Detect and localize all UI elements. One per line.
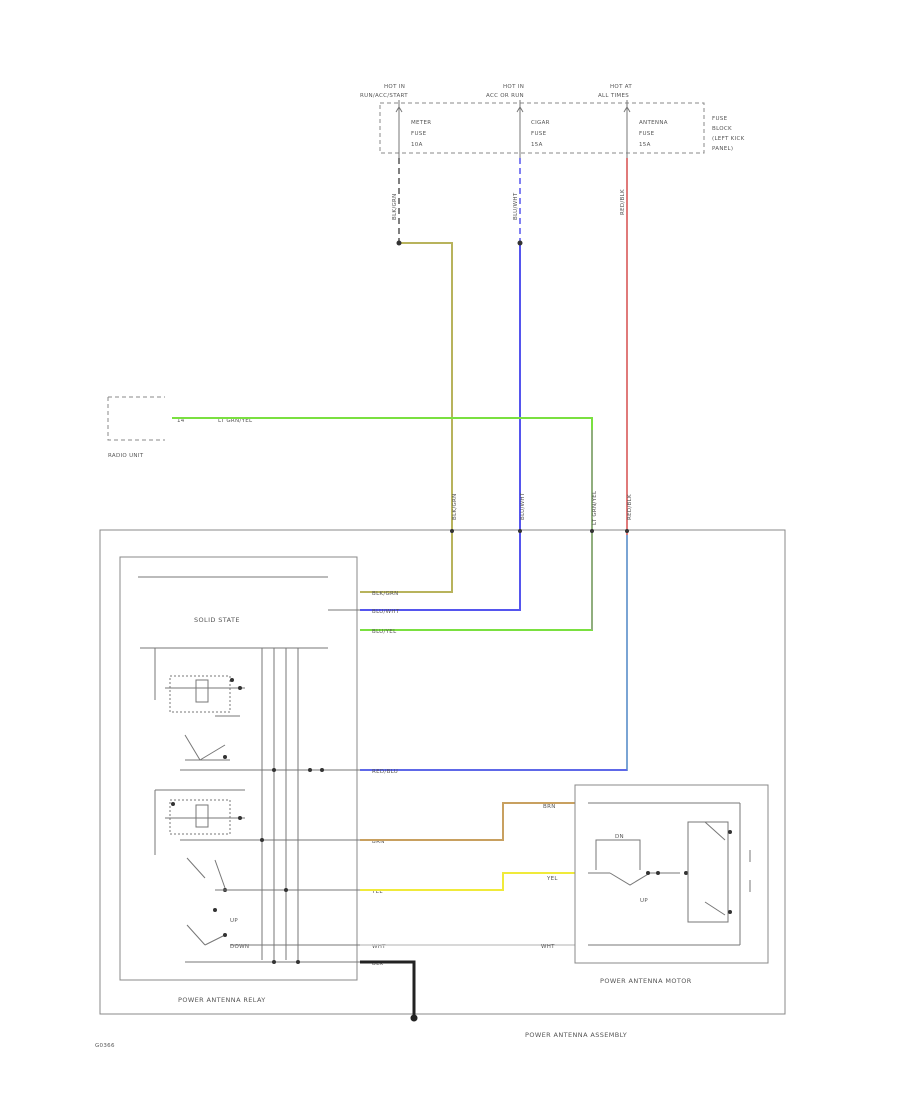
figure-id: G0366: [95, 1043, 115, 1049]
wire-red-blu: [360, 535, 628, 771]
meter-fuse: HOT IN RUN/ACC/START METER FUSE 10A: [360, 84, 431, 158]
pin1-label: BLK/GRN: [372, 591, 399, 597]
wire-blu-wht: [360, 243, 521, 611]
fuse-block-label-4: PANEL): [712, 146, 733, 152]
fuse2-hot-label-2: ACC OR RUN: [486, 93, 524, 99]
relay-pins: BLK/GRN BLU/WHT BLU/YEL RED/BLU BRN YEL …: [328, 591, 400, 967]
fuse1-hot-label: HOT IN: [384, 84, 405, 90]
radio-unit-label: RADIO UNIT: [108, 453, 144, 459]
motor-name: POWER ANTENNA MOTOR: [600, 977, 692, 985]
entry-label-4: RED/BLK: [627, 494, 633, 520]
fuse3-hot-label: HOT AT: [610, 84, 632, 90]
fuse-block-label-2: BLOCK: [712, 126, 732, 132]
wire-yel: [360, 872, 575, 891]
motor-wires: BRN YEL WHT: [360, 802, 575, 1022]
pin6-label: YEL: [371, 889, 383, 895]
power-antenna-relay: SOLID STATE UP DOWN: [119, 556, 360, 1004]
fuse2-amperage: 15A: [531, 142, 543, 148]
pin8-label: BLK: [372, 961, 383, 967]
motor-outline: [574, 784, 769, 964]
wire-lt-grn-yel: [172, 417, 593, 631]
power-antenna-motor: DN UP POWER ANTENNA MOTOR: [574, 784, 769, 985]
power-antenna-assembly-outline: [99, 529, 786, 1015]
fuse-block-label-3: (LEFT KICK: [712, 136, 745, 142]
pin5-label: BRN: [372, 839, 385, 845]
pin7-label: WHT: [372, 944, 386, 950]
assembly-label: POWER ANTENNA ASSEMBLY: [525, 1031, 627, 1039]
fuse2-hot-label: HOT IN: [503, 84, 524, 90]
fuse2-fuse-word: FUSE: [531, 131, 547, 137]
radio-wire-label: LT GRN/YEL: [218, 418, 253, 424]
fuse1-name: METER: [411, 120, 431, 126]
fuse-block-label-1: FUSE: [712, 116, 728, 122]
wire-brn: [360, 802, 575, 841]
fuse1-hot-label-2: RUN/ACC/START: [360, 93, 408, 99]
fuse3-amperage: 15A: [639, 142, 651, 148]
fuse3-hot-label-2: ALL TIMES: [598, 93, 629, 99]
relay-up-label: UP: [230, 918, 238, 924]
radio-pin: 14: [177, 418, 185, 424]
fuse3-fuse-word: FUSE: [639, 131, 655, 137]
fuse2-name: CIGAR: [531, 120, 550, 126]
motor-up-label: UP: [640, 898, 648, 904]
wire-label-fuse1: BLK/GRN: [392, 193, 398, 220]
motor-brn-label: BRN: [543, 804, 556, 810]
relay-outline: [119, 556, 358, 981]
motor-dn-label: DN: [615, 834, 624, 840]
fuse-block-outline: [379, 102, 705, 154]
wire-label-fuse2: BLU/WHT: [513, 192, 519, 220]
entry-wire-labels: BLK/GRN BLU/WHT LT GRN/YEL RED/BLK: [450, 490, 633, 533]
relay-name: POWER ANTENNA RELAY: [178, 996, 266, 1004]
solid-state-label: SOLID STATE: [194, 616, 240, 624]
pin3-label: BLU/YEL: [372, 629, 397, 635]
pin4-label: RED/BLU: [372, 769, 398, 775]
wire-blk: [360, 960, 416, 1018]
fuse-output-wires: BLK/GRN BLU/WHT RED/BLK: [360, 158, 628, 771]
fuse1-amperage: 10A: [411, 142, 423, 148]
entry-label-2: BLU/WHT: [520, 492, 526, 520]
motor-wht-label: WHT: [541, 944, 555, 950]
wire-blk-grn: [360, 242, 453, 593]
wire-label-fuse3: RED/BLK: [620, 189, 626, 215]
entry-label-1: BLK/GRN: [452, 493, 458, 520]
fuse-block: HOT IN RUN/ACC/START METER FUSE 10A HOT …: [360, 84, 745, 158]
cigar-fuse: HOT IN ACC OR RUN CIGAR FUSE 15A: [486, 84, 550, 158]
fuse1-fuse-word: FUSE: [411, 131, 427, 137]
fuse3-name: ANTENNA: [639, 120, 668, 126]
entry-label-3: LT GRN/YEL: [592, 490, 598, 525]
motor-yel-label: YEL: [546, 876, 558, 882]
antenna-fuse: HOT AT ALL TIMES ANTENNA FUSE 15A: [598, 84, 668, 158]
relay-down-label: DOWN: [230, 944, 249, 950]
pin2-label: BLU/WHT: [372, 609, 400, 615]
